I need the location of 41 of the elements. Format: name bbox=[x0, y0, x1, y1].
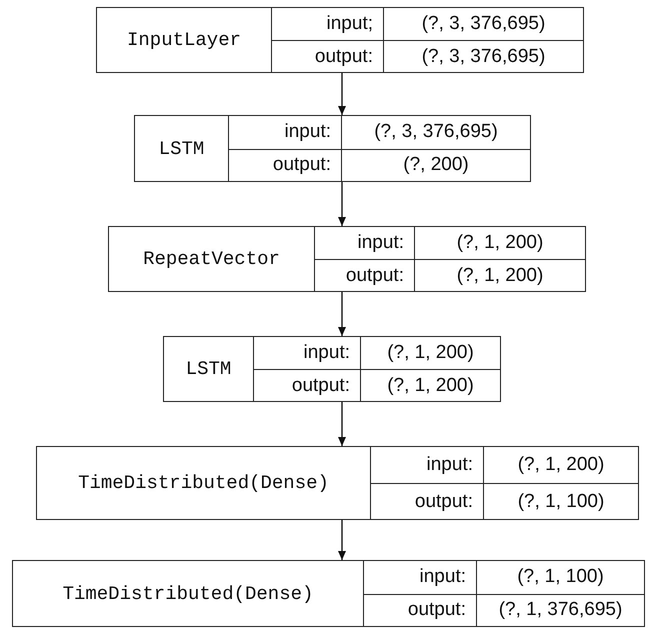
port-label: input: bbox=[229, 116, 342, 148]
port-label: output: bbox=[229, 148, 342, 181]
layer-name: RepeatVector bbox=[109, 227, 315, 291]
arrow bbox=[338, 182, 346, 226]
port-label: input: bbox=[254, 337, 361, 369]
port-label: output: bbox=[364, 594, 477, 626]
port-label: output: bbox=[254, 369, 361, 401]
arrow bbox=[338, 402, 346, 446]
port-label: input: bbox=[371, 447, 484, 483]
port-label: input: bbox=[315, 227, 415, 259]
layer-name: TimeDistributed(Dense) bbox=[37, 447, 371, 519]
layer-box bbox=[163, 336, 501, 402]
shape-value: (?, 1, 200) bbox=[415, 259, 585, 291]
arrow bbox=[338, 520, 346, 560]
shape-value: (?, 1, 200) bbox=[361, 369, 500, 401]
shape-value: (?, 1, 200) bbox=[386, 341, 475, 365]
shape-value: (?, 1, 100) bbox=[484, 483, 638, 519]
shape-value: (?, 1, 100) bbox=[516, 565, 605, 590]
shape-value: (?, 3, 376,695) bbox=[420, 12, 546, 36]
layer-name: LSTM bbox=[164, 337, 254, 401]
shape-value: (?, 1, 200) bbox=[516, 453, 606, 477]
port-label: input; bbox=[272, 8, 384, 40]
port-label: output: bbox=[371, 483, 484, 519]
arrow bbox=[338, 73, 346, 115]
layer-box bbox=[96, 7, 584, 73]
layer-name: InputLayer bbox=[97, 8, 272, 72]
layer-box bbox=[36, 446, 639, 520]
shape-value: (?, 1, 200) bbox=[456, 231, 544, 255]
layer-name: LSTM bbox=[135, 116, 229, 181]
port-label: output: bbox=[272, 40, 384, 72]
layer-name: TimeDistributed(Dense) bbox=[13, 561, 364, 626]
layer-box bbox=[108, 226, 586, 292]
layer-box bbox=[134, 115, 531, 182]
port-label: input: bbox=[364, 561, 477, 594]
arrow bbox=[338, 292, 346, 336]
layer-box bbox=[12, 560, 645, 627]
shape-value: (?, 3, 376,695) bbox=[373, 120, 499, 144]
port-label: output: bbox=[315, 259, 415, 291]
shape-value: (?, 3, 376,695) bbox=[384, 40, 583, 72]
shape-value: (?, 1, 376,695) bbox=[477, 594, 644, 626]
shape-value: (?, 200) bbox=[342, 148, 530, 181]
